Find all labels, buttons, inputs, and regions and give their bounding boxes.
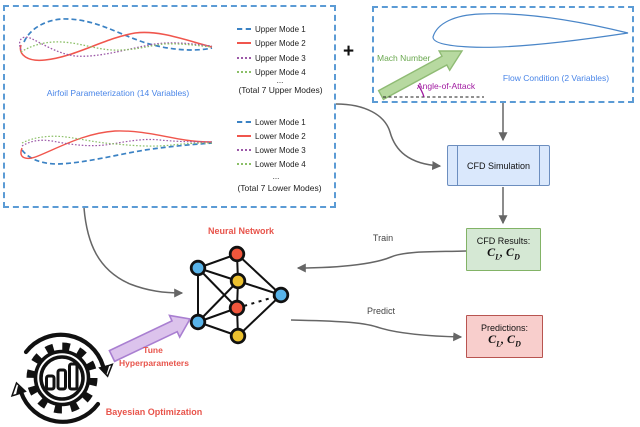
blue-dashed-line-icon: [237, 121, 251, 123]
predictions-coefficients: CL, CD: [488, 331, 521, 349]
cfd-results-title: CFD Results:: [476, 235, 531, 246]
legend-label: Upper Mode 4: [255, 67, 306, 77]
legend-item-lower-mode-2: Lower Mode 2: [237, 131, 306, 141]
lower-legend-ellipsis: ...: [272, 172, 280, 181]
nn-node-blue: [272, 286, 290, 304]
nn-node-yellow: [229, 272, 247, 290]
arrow-param-to-cfd: [335, 103, 442, 171]
tune-arrow-icon: [108, 314, 192, 363]
purple-dotted-line-icon: [237, 57, 251, 59]
legend-label: Upper Mode 2: [255, 38, 306, 48]
blue-dashed-line-icon: [237, 28, 251, 30]
process-bar-right: [539, 146, 540, 185]
predictions-title: Predictions:: [480, 322, 529, 333]
airfoil-parameterization-box: [3, 5, 336, 208]
cfd-results-box: CFD Results: CL, CD: [466, 228, 541, 271]
green-dotted-line-icon: [237, 71, 251, 73]
legend-label: Upper Mode 1: [255, 24, 306, 34]
predictions-box: Predictions: CL, CD: [466, 315, 543, 358]
connector-arrows: [83, 103, 508, 342]
lower-mode-curves: [20, 130, 213, 165]
nn-node-yellow: [229, 327, 247, 345]
flow-condition-caption: Flow Condition (2 Variables): [502, 73, 610, 83]
bayesian-optimization-label: Bayesian Optimization: [105, 407, 203, 417]
mach-number-label: Mach Number: [377, 53, 431, 63]
upper-legend-ellipsis: ...: [276, 76, 284, 85]
legend-item-lower-mode-3: Lower Mode 3: [237, 145, 306, 155]
neural-network-graph: [189, 245, 290, 345]
cfd-results-coefficients: CL, CD: [487, 244, 520, 262]
bar-chart-icon: [45, 362, 79, 391]
nn-node-red: [228, 245, 246, 263]
purple-dotted-line-icon: [237, 149, 251, 151]
nn-node-blue: [189, 259, 207, 277]
mach-arrow-icon: [377, 50, 464, 101]
legend-item-lower-mode-1: Lower Mode 1: [237, 117, 306, 127]
plus-sign: +: [343, 41, 355, 62]
predict-label: Predict: [366, 306, 395, 316]
legend-item-upper-mode-2: Upper Mode 2: [237, 38, 306, 48]
upper-legend-total: (Total 7 Upper Modes): [238, 85, 323, 95]
legend-label: Upper Mode 3: [255, 53, 306, 63]
legend-label: Lower Mode 4: [255, 159, 306, 169]
lower-legend-total: (Total 7 Lower Modes): [237, 183, 322, 193]
green-dotted-line-icon: [237, 163, 251, 165]
legend-label: Lower Mode 3: [255, 145, 306, 155]
arrow-predict: [290, 319, 463, 342]
legend-item-lower-mode-4: Lower Mode 4: [237, 159, 306, 169]
aoa-angle-arc: [417, 84, 425, 98]
cfd-simulation-box: CFD Simulation: [447, 145, 550, 186]
tune-label-line1: Tune: [143, 345, 163, 355]
gear-refresh-bar-chart-icon: [10, 332, 114, 424]
arrow-param-to-nn: [83, 207, 184, 298]
arrow-train: [296, 250, 467, 273]
legend-item-upper-mode-4: Upper Mode 4: [237, 67, 306, 77]
legend-item-upper-mode-1: Upper Mode 1: [237, 24, 306, 34]
flow-condition-box: [372, 6, 634, 103]
legend-item-upper-mode-3: Upper Mode 3: [237, 53, 306, 63]
red-solid-line-icon: [237, 42, 251, 44]
airfoil-parameterization-caption: Airfoil Parameterization (14 Variables): [46, 88, 190, 98]
train-label: Train: [372, 233, 394, 243]
process-bar-left: [457, 146, 458, 185]
angle-of-attack-label: Angle-of-Attack: [417, 81, 476, 91]
tune-label-line2: Hyperparameters: [119, 358, 189, 368]
red-solid-line-icon: [237, 135, 251, 137]
legend-label: Lower Mode 1: [255, 117, 306, 127]
legend-label: Lower Mode 2: [255, 131, 306, 141]
cfd-simulation-label: CFD Simulation: [466, 160, 531, 171]
upper-mode-curves: [18, 18, 213, 62]
nn-node-blue: [189, 313, 207, 331]
airfoil-outline: [432, 13, 629, 48]
nn-node-red: [228, 299, 246, 317]
neural-network-label: Neural Network: [207, 226, 275, 236]
